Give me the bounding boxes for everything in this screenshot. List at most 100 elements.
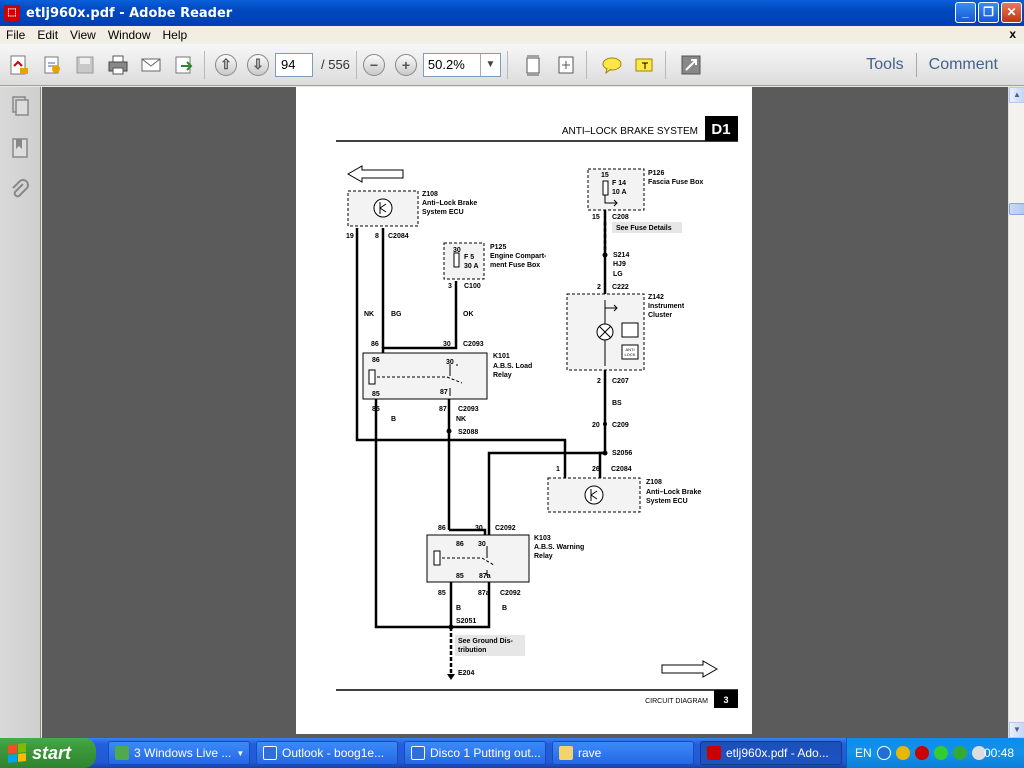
security-icon[interactable] xyxy=(952,746,967,760)
task-outlook[interactable]: Outlook - boog1e... xyxy=(256,741,398,765)
volume-icon[interactable] xyxy=(971,746,986,760)
fuse-icon xyxy=(453,252,460,268)
task-adobe-reader[interactable]: etlj960x.pdf - Ado... xyxy=(700,741,842,765)
page-number-box xyxy=(714,690,738,708)
c222: C222 xyxy=(612,284,629,291)
fullscreen-button[interactable] xyxy=(677,51,705,79)
start-button[interactable]: start xyxy=(0,738,96,768)
pages-icon[interactable] xyxy=(9,95,31,117)
document-close-button[interactable]: x xyxy=(1009,27,1016,41)
s2088: S2088 xyxy=(458,429,478,436)
chevron-down-icon[interactable]: ▼ xyxy=(479,53,500,76)
save-button[interactable] xyxy=(71,51,99,79)
toolbar: ⇧ ⇩ 94 / 556 − + 50.2% ▼ Tools Comment xyxy=(0,44,1024,86)
language-indicator[interactable]: EN xyxy=(855,746,872,760)
attachments-icon[interactable] xyxy=(9,179,31,201)
menu-window[interactable]: Window xyxy=(107,28,151,42)
z108-bottom-name1: Anti–Lock Brake xyxy=(646,489,701,496)
comment-pane-button[interactable]: Comment xyxy=(928,56,998,73)
create-pdf-button[interactable] xyxy=(5,51,33,79)
c207: C207 xyxy=(612,378,629,385)
highlight-button[interactable] xyxy=(631,51,659,79)
task-disco[interactable]: Disco 1 Putting out... xyxy=(404,741,546,765)
footer-label: CIRCUIT DIAGRAM xyxy=(645,698,708,705)
chevron-left-icon[interactable] xyxy=(876,746,891,760)
transistor-icon xyxy=(584,485,604,505)
p126-fuse: F 14 xyxy=(612,180,626,187)
task-rave[interactable]: rave xyxy=(552,741,694,765)
k103-30: 30 xyxy=(478,541,486,548)
export-button[interactable] xyxy=(170,51,198,79)
document-viewer[interactable]: ANTI–LOCK BRAKE SYSTEM D1 Z108 Anti–Lock… xyxy=(42,87,1008,738)
p125-box xyxy=(443,242,485,280)
menu-file[interactable]: File xyxy=(6,28,26,42)
email-button[interactable] xyxy=(137,51,165,79)
ie-icon xyxy=(263,746,277,760)
z142-name1: Instrument xyxy=(648,303,685,310)
pin-20: 20 xyxy=(592,422,600,429)
k101-87: 87 xyxy=(440,389,448,396)
toolbar-separator xyxy=(355,50,357,79)
zoom-select[interactable]: 50.2% ▼ xyxy=(422,52,501,77)
minimize-button[interactable]: _ xyxy=(955,2,976,23)
tools-pane-button[interactable]: Tools xyxy=(866,56,904,73)
z108-top-name2: System ECU xyxy=(422,209,464,216)
zoom-out-button[interactable]: − xyxy=(362,53,385,76)
task-label: 3 Windows Live ... xyxy=(134,746,232,760)
k101-86: 86 xyxy=(372,357,380,364)
wire-b3: B xyxy=(502,605,507,612)
pin-87a2: 87a xyxy=(478,590,490,597)
p126-amp: 10 A xyxy=(612,189,627,196)
anti-lock-indicator xyxy=(621,344,639,360)
fit-width-button[interactable] xyxy=(552,51,580,79)
fit-page-button[interactable] xyxy=(519,51,547,79)
shield-icon[interactable] xyxy=(895,746,910,760)
comment-button[interactable] xyxy=(598,51,626,79)
c2093b: C2093 xyxy=(458,406,479,413)
bookmarks-icon[interactable] xyxy=(9,137,31,159)
print-button[interactable] xyxy=(104,51,132,79)
acrobat-tray-icon[interactable] xyxy=(914,746,929,760)
see-fuse-box xyxy=(612,222,682,233)
zoom-in-button[interactable]: + xyxy=(394,53,417,76)
z108-bottom-code: Z108 xyxy=(646,479,662,486)
vertical-scrollbar[interactable]: ▲ ▼ xyxy=(1008,87,1024,738)
s2051: S2051 xyxy=(456,618,476,625)
title-bar: ⬚ etlj960x.pdf - Adobe Reader _ ❐ ✕ xyxy=(0,0,1024,26)
menu-view[interactable]: View xyxy=(70,28,96,42)
wire-bg: BG xyxy=(391,311,402,318)
print-icon xyxy=(108,55,128,74)
network-icon[interactable] xyxy=(933,746,948,760)
wire-nk1: NK xyxy=(364,311,374,318)
task-windows-live[interactable]: 3 Windows Live ... ▼ xyxy=(108,741,250,765)
wire-nk2: NK xyxy=(456,416,466,423)
fuse-icon xyxy=(602,180,609,196)
menu-edit[interactable]: Edit xyxy=(37,28,59,42)
page-number-input[interactable]: 94 xyxy=(275,52,313,77)
pin-87a: 87 xyxy=(439,406,447,413)
anti-lock-label2: LOCK xyxy=(625,352,636,357)
pin-2b: 2 xyxy=(597,378,601,385)
c2084-bottom: C2084 xyxy=(611,466,632,473)
pdf-icon: ⬚ xyxy=(4,5,20,21)
scroll-down-button[interactable]: ▼ xyxy=(1009,722,1024,738)
p126-pin15b: 15 xyxy=(592,214,600,221)
chevron-down-icon: ▼ xyxy=(236,748,245,758)
close-button[interactable]: ✕ xyxy=(1001,2,1022,23)
right-arrow-icon xyxy=(661,660,719,678)
menu-help[interactable]: Help xyxy=(162,28,188,42)
open-button[interactable] xyxy=(38,51,66,79)
p125-code: P125 xyxy=(490,244,506,251)
scroll-thumb[interactable] xyxy=(1009,203,1024,215)
left-arrow-icon xyxy=(346,165,404,183)
wire-b2: B xyxy=(456,605,461,612)
page-up-button[interactable]: ⇧ xyxy=(215,53,237,76)
task-label: etlj960x.pdf - Ado... xyxy=(726,746,829,760)
see-fuse: See Fuse Details xyxy=(616,225,672,232)
see-ground-box xyxy=(455,635,525,656)
page-down-button[interactable]: ⇩ xyxy=(247,53,269,76)
scroll-up-button[interactable]: ▲ xyxy=(1009,87,1024,103)
s214: S214 xyxy=(613,252,629,259)
restore-button[interactable]: ❐ xyxy=(978,2,999,23)
task-label: Outlook - boog1e... xyxy=(282,746,385,760)
